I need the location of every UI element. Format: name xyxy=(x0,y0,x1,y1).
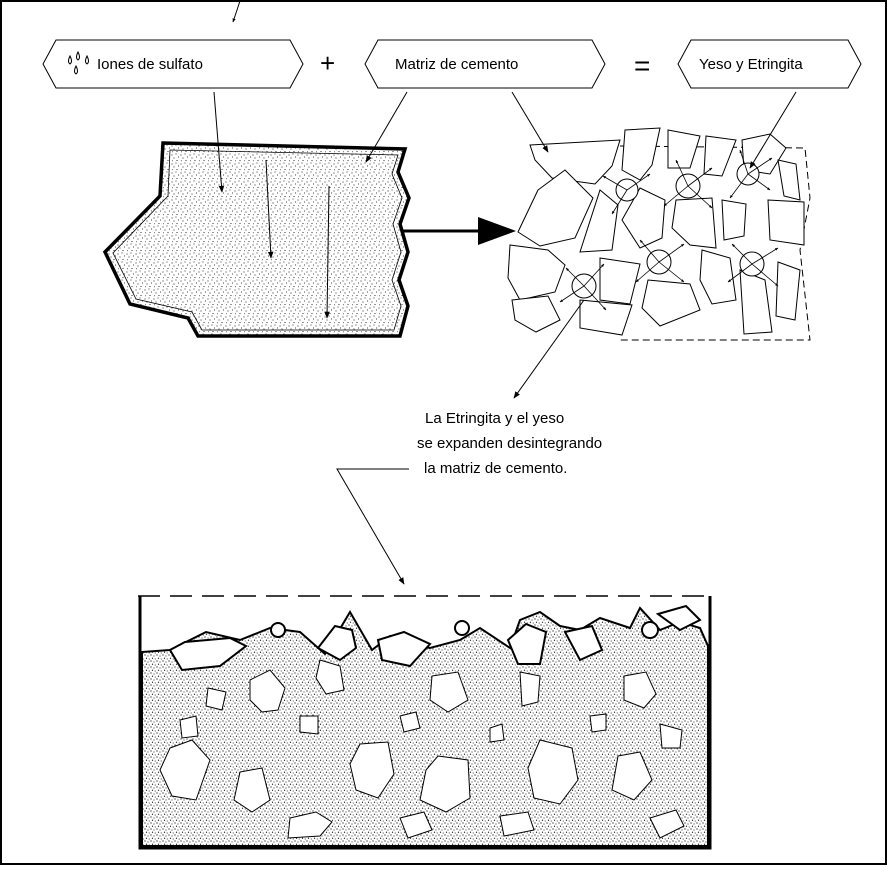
equals-sign: = xyxy=(634,50,650,81)
sulfate-ions-label: Iones de sulfato xyxy=(97,56,203,73)
cracked-matrix xyxy=(507,127,811,341)
cement-matrix-label: Matriz de cemento xyxy=(395,56,518,73)
water-drops-icon xyxy=(68,50,89,75)
expansion-arrows xyxy=(559,149,779,311)
transformation-arrow xyxy=(402,217,516,245)
sulfate-ions-box: Iones de sulfato xyxy=(42,39,304,89)
annotation-line-3: la matriz de cemento. xyxy=(424,460,567,477)
penetration-arrow-1 xyxy=(265,159,274,259)
cement-matrix-box: Matriz de cemento xyxy=(364,39,606,89)
deteriorated-concrete xyxy=(138,595,712,850)
matrix-to-cracked-arrow xyxy=(511,91,549,153)
gypsum-ettringite-box: Yeso y Etringita xyxy=(677,39,862,89)
matrix-arrow xyxy=(365,91,408,163)
top-leader-arrow xyxy=(232,0,241,23)
annotation-leader-down xyxy=(336,468,409,585)
intact-concrete-block xyxy=(102,141,411,338)
product-arrow xyxy=(749,91,797,169)
penetration-arrow-2 xyxy=(324,185,330,319)
sulfate-arrow xyxy=(213,91,225,193)
plus-sign: + xyxy=(320,48,335,78)
gypsum-ettringite-label: Yeso y Etringita xyxy=(699,56,803,73)
annotation-line-2: se expanden desintegrando xyxy=(417,435,602,452)
annotation-leader-up xyxy=(513,299,585,399)
annotation-line-1: La Etringita y el yeso xyxy=(425,410,564,427)
